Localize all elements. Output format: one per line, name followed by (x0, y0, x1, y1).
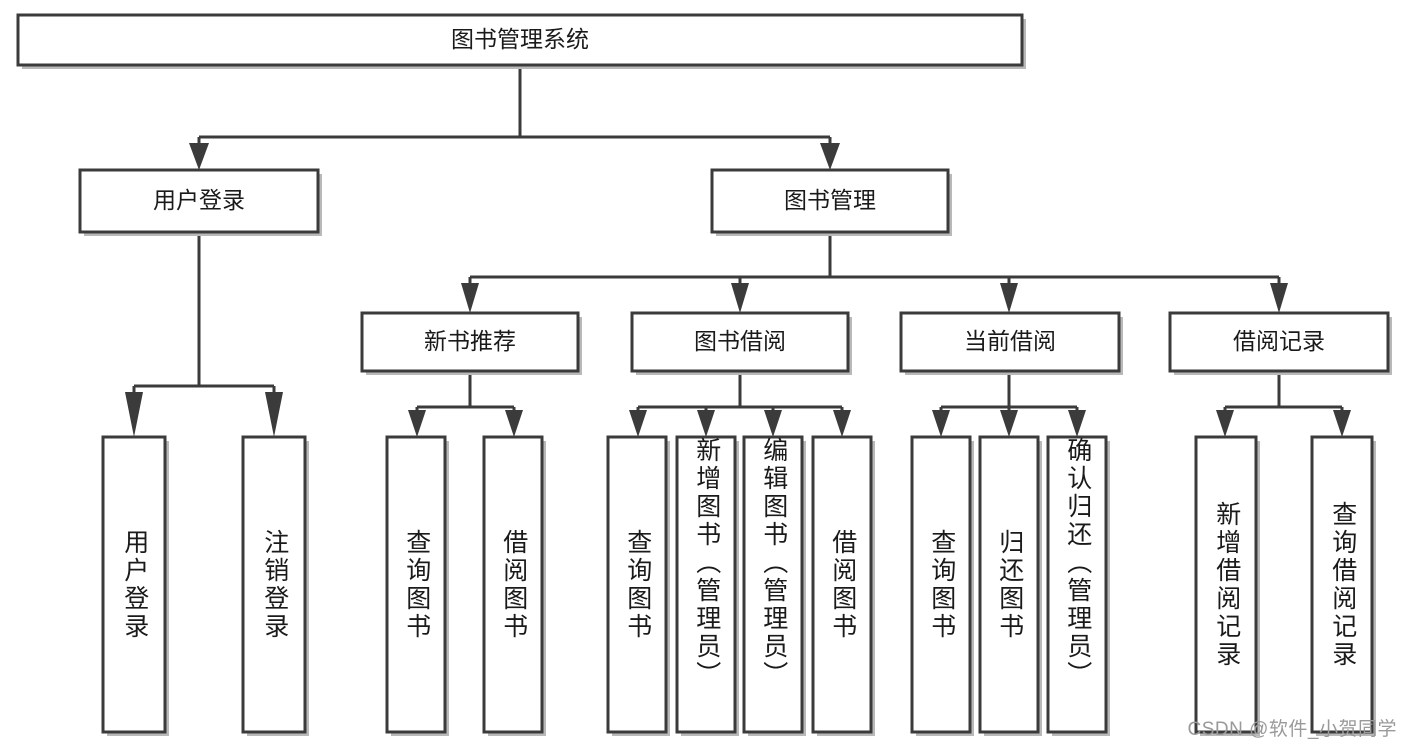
leaf-node-return-book[interactable] (978, 435, 1042, 736)
leaf-group-current-borrow (910, 435, 1110, 736)
leaf-node-add-book[interactable] (675, 435, 739, 736)
node-book-borrow-label: 图书借阅 (694, 328, 786, 354)
node-new-book-recommend[interactable]: 新书推荐 (360, 311, 582, 375)
leaf-node-query-book-3[interactable] (910, 435, 974, 736)
leaf-group-borrow-records (1194, 435, 1376, 736)
leaf-node-query-book-2[interactable] (606, 435, 670, 736)
leaf-node-query-book-1[interactable] (385, 435, 449, 736)
connector-newbook-to-leaves (408, 375, 523, 437)
connector-bookmgmt-to-level2 (461, 232, 1288, 313)
leaf-node-edit-book[interactable] (742, 435, 806, 736)
node-user-login-label: 用户登录 (153, 187, 245, 213)
connector-root-to-level1 (189, 66, 840, 170)
node-new-book-recommend-label: 新书推荐 (424, 328, 516, 354)
node-root-label: 图书管理系统 (451, 26, 589, 52)
node-current-borrow-label: 当前借阅 (964, 328, 1056, 354)
csdn-watermark: CSDN @软件_小贺同学 (1187, 719, 1397, 740)
node-current-borrow[interactable]: 当前借阅 (899, 311, 1123, 375)
leaf-node-confirm-return[interactable] (1046, 435, 1110, 736)
node-user-login[interactable]: 用户登录 (78, 168, 322, 236)
connector-records-to-leaves (1216, 375, 1351, 437)
leaf-node-add-borrow-record[interactable] (1194, 435, 1260, 736)
node-root-book-management-system[interactable]: 图书管理系统 (16, 13, 1026, 69)
leaf-group-book-borrow (606, 435, 875, 736)
leaf-node-borrow-book-2[interactable] (811, 435, 875, 736)
node-borrow-records[interactable]: 借阅记录 (1168, 311, 1392, 375)
node-book-management-label: 图书管理 (784, 187, 876, 213)
leaf-node-borrow-book-1[interactable] (482, 435, 546, 736)
connector-currentborrow-to-leaves (932, 375, 1086, 437)
node-book-management[interactable]: 图书管理 (710, 168, 952, 236)
leaf-node-logout[interactable] (241, 435, 309, 736)
leaf-group-user-login (101, 435, 309, 736)
connector-bookborrow-to-leaves (629, 375, 851, 437)
connector-userlogin-to-leaves (125, 232, 283, 437)
node-book-borrow[interactable]: 图书借阅 (630, 311, 852, 375)
leaf-group-new-book-recommend (385, 435, 546, 736)
leaf-node-query-borrow-record[interactable] (1310, 435, 1376, 736)
node-borrow-records-label: 借阅记录 (1233, 328, 1325, 354)
leaf-node-user-login[interactable] (101, 435, 169, 736)
